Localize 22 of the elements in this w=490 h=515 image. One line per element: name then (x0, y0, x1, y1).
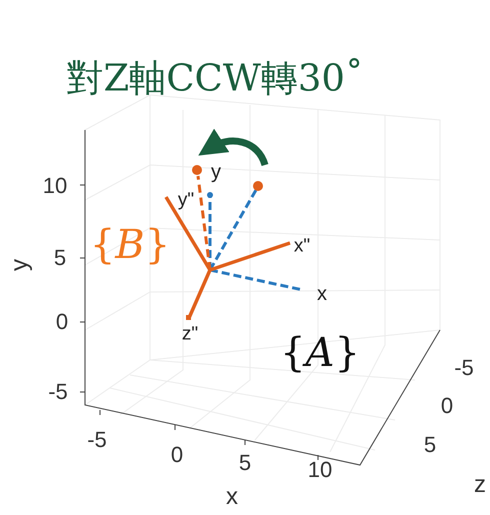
tick-label: 0 (170, 444, 184, 466)
tick-label: -5 (87, 429, 107, 451)
tick-label: 5 (238, 452, 252, 474)
title: 對Z軸CCW轉30˚ (66, 60, 364, 96)
axis-title: x (226, 485, 238, 509)
axis-label: y" (178, 190, 194, 210)
tick-label: -5 (48, 381, 68, 403)
axis-label: x" (294, 236, 310, 256)
tick-label: -5 (454, 357, 474, 379)
tick-label: 0 (56, 311, 68, 333)
axis-title: z (474, 473, 486, 497)
axis-label: z" (182, 324, 198, 344)
tick-label: 10 (42, 175, 68, 197)
tick-label: 10 (308, 459, 332, 481)
frame-label: {B} (90, 225, 170, 265)
axis-label: y (211, 162, 221, 182)
axis-title: y (8, 259, 32, 271)
frame-label: {A} (280, 333, 360, 373)
tick-label: 5 (54, 247, 66, 269)
tick-label: 5 (424, 434, 436, 456)
axis-label: x (317, 284, 327, 304)
tick-label: 0 (440, 395, 454, 417)
